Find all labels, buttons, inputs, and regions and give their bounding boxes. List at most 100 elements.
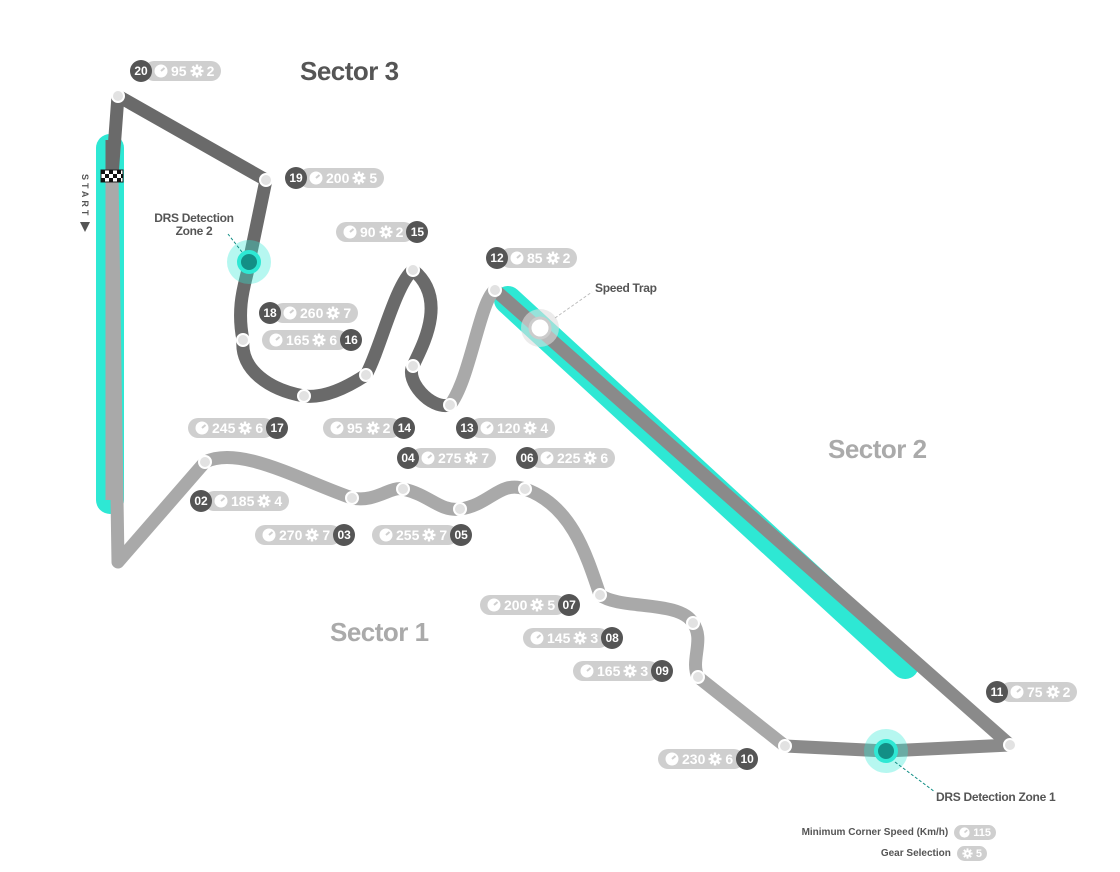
- corner-number: 14: [393, 417, 416, 439]
- gear-icon: [708, 752, 722, 766]
- speedometer-icon: [343, 225, 357, 239]
- corner-number: 03: [333, 524, 356, 546]
- gear-icon: [352, 171, 366, 185]
- corner-speed: 230: [682, 751, 706, 767]
- corner-number: 19: [285, 167, 307, 189]
- speedometer-icon: [195, 421, 209, 435]
- corner-number: 10: [736, 748, 759, 770]
- gear-icon: [530, 598, 544, 612]
- corner-speed: 90: [360, 224, 376, 240]
- corner-number: 16: [340, 329, 363, 351]
- corner-number: 04: [397, 447, 419, 469]
- corner-number: 11: [986, 681, 1008, 703]
- gear-icon: [326, 306, 340, 320]
- corner-speed: 225: [557, 450, 581, 466]
- corner-node: [691, 670, 705, 684]
- speedometer-icon: [540, 451, 554, 465]
- drs2-line1: DRS Detection: [154, 211, 234, 225]
- gear-icon: [312, 333, 326, 347]
- corner-number: 13: [456, 417, 478, 439]
- corner-gear: 5: [547, 597, 556, 613]
- corner-gear: 4: [274, 493, 283, 509]
- corner-gear: 2: [395, 224, 404, 240]
- corner-gear: 7: [322, 527, 331, 543]
- corner-node: [406, 359, 420, 373]
- speedometer-icon: [421, 451, 435, 465]
- corner-number: 09: [651, 660, 674, 682]
- gear-icon: [379, 225, 393, 239]
- legend-speed-example: 115: [973, 826, 991, 839]
- speedometer-icon: [959, 827, 970, 838]
- corner-number: 06: [516, 447, 538, 469]
- corner-speed: 270: [279, 527, 303, 543]
- corner-node: [686, 616, 700, 630]
- gear-icon: [238, 421, 252, 435]
- legend-gear: Gear Selection 5: [881, 846, 987, 861]
- corner-gear: 2: [382, 420, 391, 436]
- gear-icon: [305, 528, 319, 542]
- sector-3-label: Sector 3: [300, 56, 399, 86]
- speed-trap-marker: [528, 316, 552, 340]
- corner-speed: 275: [438, 450, 462, 466]
- corner-node: [236, 333, 250, 347]
- corner-label: 18 260 7: [259, 302, 359, 324]
- start-label: START: [80, 174, 90, 219]
- gear-icon: [523, 421, 537, 435]
- speedometer-icon: [262, 528, 276, 542]
- corner-node: [259, 173, 273, 187]
- corner-speed: 255: [396, 527, 420, 543]
- gear-icon: [573, 631, 587, 645]
- corner-node: [198, 455, 212, 469]
- corner-node: [443, 398, 457, 412]
- corner-number: 08: [601, 627, 624, 649]
- speedometer-icon: [665, 752, 679, 766]
- corner-speed: 200: [326, 170, 350, 186]
- gear-icon: [623, 664, 637, 678]
- drs-detection-2-marker: [237, 250, 261, 274]
- gear-icon: [190, 64, 204, 78]
- track-sector-2-esses: [443, 283, 502, 412]
- drs-detection-zone-2-label: DRS Detection Zone 2: [150, 212, 238, 238]
- gear-icon: [257, 494, 271, 508]
- corner-node: [345, 491, 359, 505]
- corner-speed: 260: [300, 305, 324, 321]
- gear-icon: [1046, 685, 1060, 699]
- corner-node: [778, 739, 792, 753]
- corner-speed: 200: [504, 597, 528, 613]
- corner-number: 05: [450, 524, 473, 546]
- corner-gear: 5: [369, 170, 378, 186]
- corner-gear: 3: [640, 663, 649, 679]
- corner-gear: 6: [725, 751, 734, 767]
- speedometer-icon: [379, 528, 393, 542]
- corner-gear: 7: [343, 305, 352, 321]
- corner-number: 18: [259, 302, 281, 324]
- gear-icon: [464, 451, 478, 465]
- speedometer-icon: [530, 631, 544, 645]
- speedometer-icon: [214, 494, 228, 508]
- sector-1-label: Sector 1: [330, 617, 429, 647]
- corner-gear: 2: [1062, 684, 1071, 700]
- corner-node: [518, 482, 532, 496]
- corner-node: [111, 89, 125, 103]
- corner-number: 07: [558, 594, 581, 616]
- corner-gear: 7: [439, 527, 448, 543]
- corner-speed: 165: [597, 663, 621, 679]
- corner-speed: 95: [347, 420, 363, 436]
- speedometer-icon: [487, 598, 501, 612]
- speedometer-icon: [283, 306, 297, 320]
